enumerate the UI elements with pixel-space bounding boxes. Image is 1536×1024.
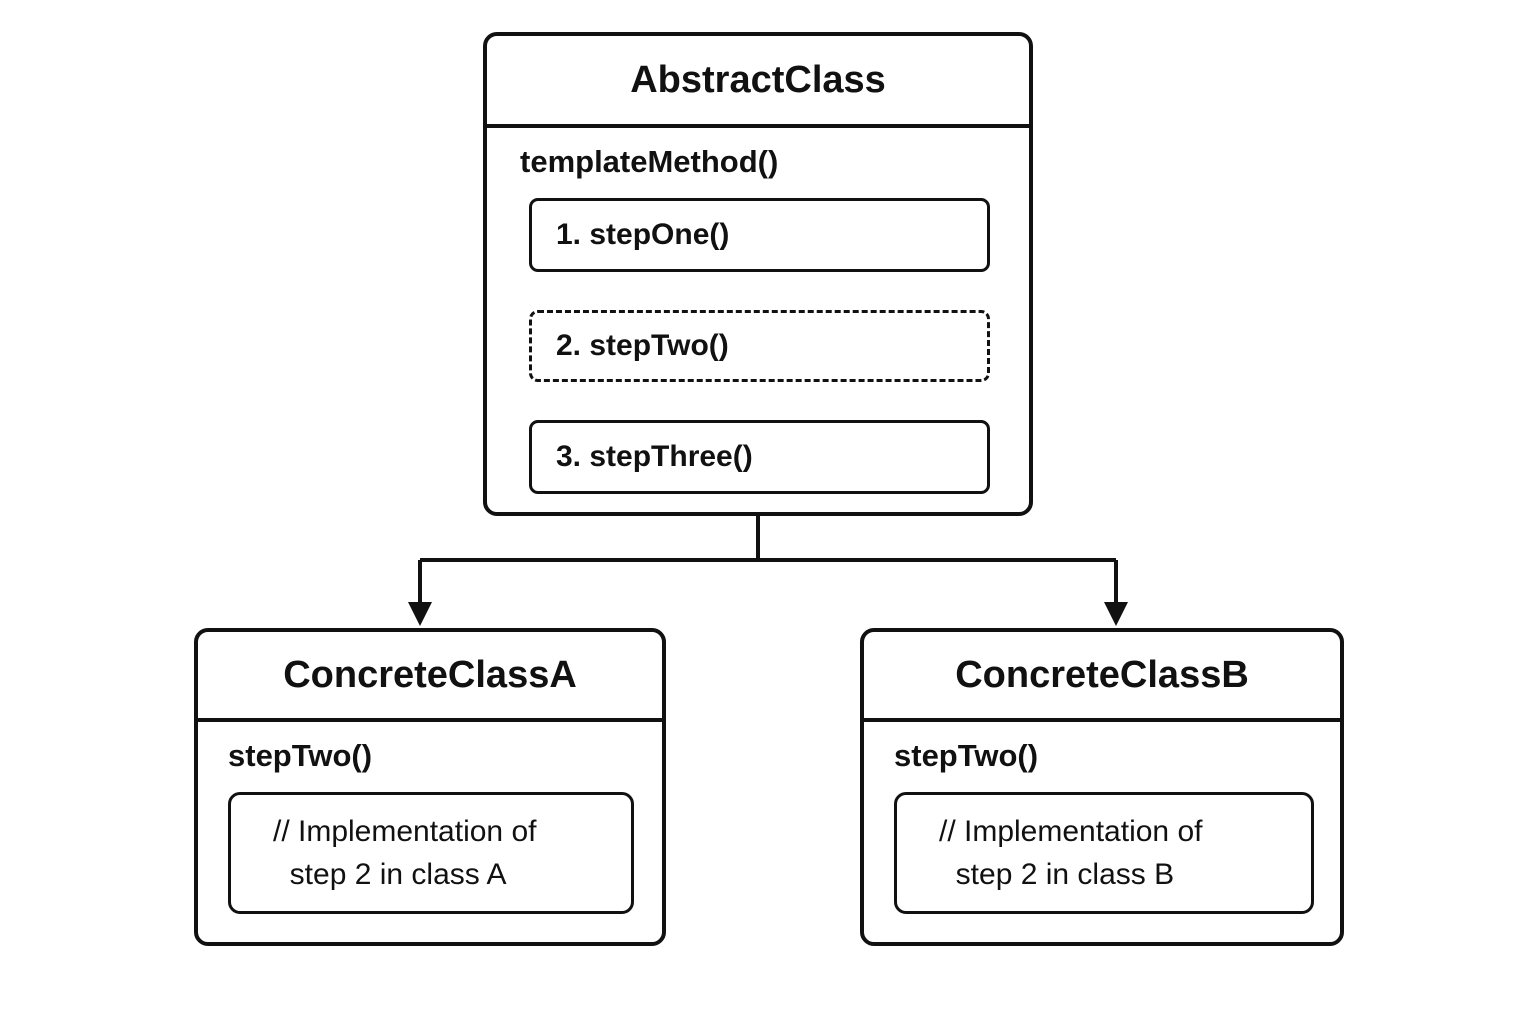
concrete-class-b-method: stepTwo() [894,738,1039,773]
concrete-class-a-implementation-text: // Implementation of step 2 in class A [273,815,537,891]
concrete-class-b-implementation-text: // Implementation of step 2 in class B [939,815,1203,891]
step-three-box: 3. stepThree() [529,420,990,494]
concrete-class-b-title: ConcreteClassB [864,632,1340,722]
step-one-label: 1. stepOne() [556,218,730,251]
abstract-class-title: AbstractClass [487,36,1029,128]
step-two-label: 2. stepTwo() [556,329,729,362]
step-two-box: 2. stepTwo() [529,310,990,382]
concrete-class-a-box: ConcreteClassA stepTwo() // Implementati… [194,628,666,946]
concrete-class-a-implementation-box: // Implementation of step 2 in class A [228,792,634,914]
step-one-box: 1. stepOne() [529,198,990,272]
template-method-label: templateMethod() [520,144,779,179]
step-three-label: 3. stepThree() [556,440,753,473]
abstract-class-box: AbstractClass templateMethod() 1. stepOn… [483,32,1033,516]
concrete-class-b-box: ConcreteClassB stepTwo() // Implementati… [860,628,1344,946]
concrete-class-a-title: ConcreteClassA [198,632,662,722]
concrete-class-b-implementation-box: // Implementation of step 2 in class B [894,792,1314,914]
concrete-class-a-method: stepTwo() [228,738,373,773]
